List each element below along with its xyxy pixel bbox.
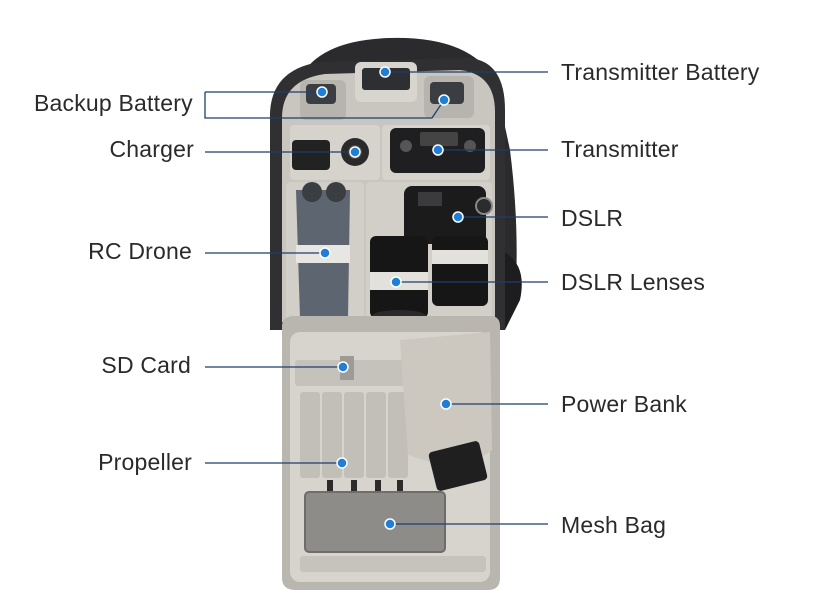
label-transmitter-battery: Transmitter Battery — [561, 59, 760, 85]
dot-power-bank — [440, 398, 452, 410]
dot-dslr — [452, 211, 464, 223]
leader-dots — [316, 66, 464, 530]
leader-lines — [204, 71, 548, 525]
label-transmitter: Transmitter — [561, 136, 679, 162]
label-power-bank: Power Bank — [561, 391, 688, 417]
label-rc-drone: RC Drone — [88, 238, 192, 264]
top-compartment — [300, 62, 474, 120]
label-mesh-bag: Mesh Bag — [561, 512, 667, 538]
dot-dslr-lenses — [390, 276, 402, 288]
label-sd-card: SD Card — [101, 352, 191, 378]
dot-transmitter — [432, 144, 444, 156]
dot-sd-card — [337, 361, 349, 373]
label-dslr: DSLR — [561, 205, 624, 231]
label-propeller: Propeller — [98, 449, 192, 475]
dot-transmitter-battery — [379, 66, 391, 78]
dot-mesh-bag — [384, 518, 396, 530]
label-dslr-lenses: DSLR Lenses — [561, 269, 706, 295]
dot-backup-battery-left — [316, 86, 328, 98]
label-charger: Charger — [109, 136, 194, 162]
dot-rc-drone — [319, 247, 331, 259]
dot-backup-battery-right — [438, 94, 450, 106]
dot-charger — [349, 146, 361, 158]
leader-backup-battery — [204, 92, 445, 119]
label-backup-battery: Backup Battery — [34, 90, 193, 116]
front-flap — [282, 316, 500, 590]
lower-compartment — [286, 182, 493, 322]
dot-propeller — [336, 457, 348, 469]
